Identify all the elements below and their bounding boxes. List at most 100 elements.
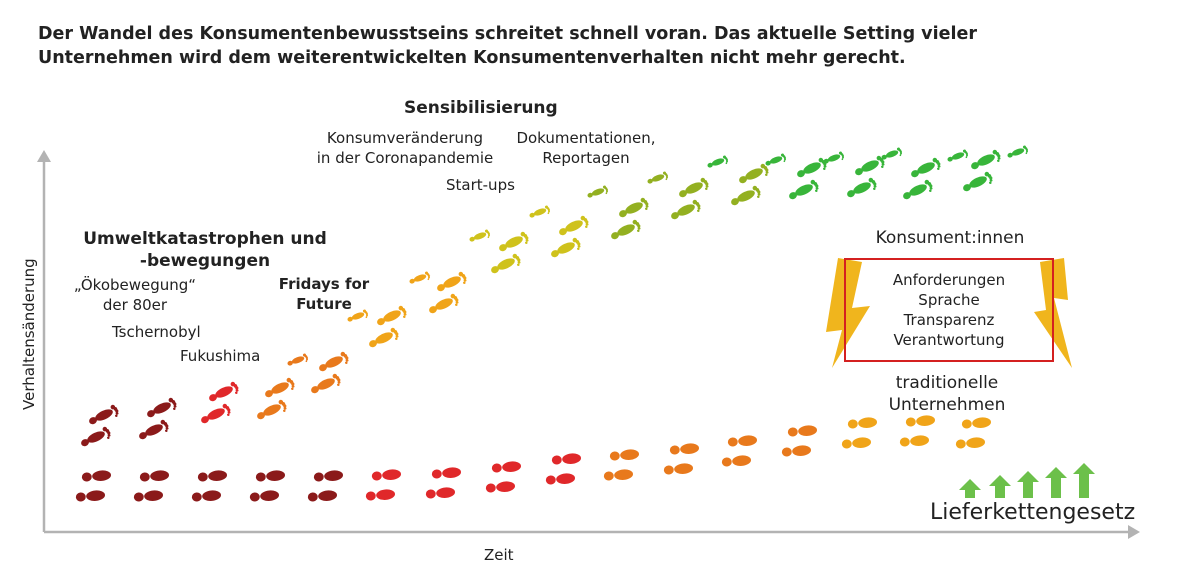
lightning-bolt-icon-left: [826, 258, 870, 368]
shoeprint-icon: [365, 488, 396, 502]
label-konsumveraenderung: Konsumveränderung in der Coronapandemie: [300, 128, 510, 168]
label-konsumentinnen: Konsument:innen: [875, 228, 1025, 248]
bare-footprint-icon: [900, 178, 935, 204]
label-line: der 80er: [102, 296, 168, 314]
label-line: Unternehmen: [888, 395, 1006, 415]
requirement-item: Sprache: [918, 291, 980, 309]
bare-footprint-icon: [728, 184, 763, 210]
bare-footprint-icon: [262, 376, 297, 402]
shoeprint-icon: [425, 486, 456, 500]
label-dokumentationen: Dokumentationen, Reportagen: [506, 128, 666, 168]
requirements-box: [844, 258, 1054, 362]
label-line: Dokumentationen,: [516, 129, 656, 147]
label-line: „Ökobewegung“: [73, 276, 197, 294]
bare-footprint-icon: [198, 402, 233, 428]
x-axis-label: Zeit: [484, 546, 514, 564]
bare-footprint-icon: [548, 236, 583, 262]
shoeprint-icon: [603, 468, 634, 482]
bare-footprint-icon: [468, 228, 492, 245]
bare-footprint-icon: [786, 178, 821, 204]
bare-footprint-icon: [206, 380, 241, 406]
bare-footprint-icon: [556, 214, 591, 240]
y-axis-label: Verhaltensänderung: [20, 258, 38, 410]
shoeprint-icon: [955, 436, 986, 450]
shoeprint-icon: [133, 489, 164, 503]
label-traditionelle-unternehmen: traditionelle Unternehmen: [844, 372, 1050, 416]
shoeprint-icon: [847, 416, 878, 430]
shoeprint-icon: [491, 460, 522, 474]
up-arrow-icon: [1017, 471, 1039, 498]
shoeprint-icon: [669, 442, 700, 456]
label-line: in der Coronapandemie: [316, 149, 494, 167]
bare-footprint-icon: [968, 148, 1003, 174]
shoeprint-icon: [721, 454, 752, 468]
shoeprint-icon: [431, 466, 462, 480]
requirement-item: Transparenz: [903, 311, 995, 329]
growth-arrows: [959, 463, 1095, 498]
shoeprint-icon: [255, 469, 286, 483]
shoeprint-icon: [75, 489, 106, 503]
shoeprint-icon: [81, 469, 112, 483]
shoeprint-icon: [663, 462, 694, 476]
shoeprint-icon: [249, 489, 280, 503]
bare-footprint-icon: [706, 154, 730, 171]
bare-footprint-icon: [316, 350, 351, 376]
x-axis-arrow: [1128, 525, 1140, 539]
bare-footprint-icon: [852, 154, 887, 180]
shoeprint-icon: [841, 436, 872, 450]
bare-footprint-icon: [136, 418, 171, 444]
bare-footprint-icon: [426, 292, 461, 318]
bare-footprint-icon: [286, 352, 310, 369]
label-line: Reportagen: [542, 149, 630, 167]
bare-footprint-icon: [616, 196, 651, 222]
requirement-item: Anforderungen: [892, 271, 1006, 289]
shoeprint-icon: [781, 444, 812, 458]
shoeprint-icon: [191, 489, 222, 503]
bare-footprint-icon: [946, 148, 970, 165]
label-umweltkatastrophen: Umweltkatastrophen und -bewegungen: [60, 228, 350, 272]
label-line: traditionelle: [895, 373, 999, 393]
requirements-list: Anforderungen Sprache Transparenz Verant…: [844, 270, 1054, 350]
label-fridays-for-future: Fridays for Future: [264, 274, 384, 314]
label-line: -bewegungen: [139, 251, 271, 271]
bare-footprint-icon: [676, 176, 711, 202]
bare-footprint-icon: [78, 425, 113, 451]
bare-footprint-icon: [794, 156, 829, 182]
up-arrow-icon: [959, 479, 981, 498]
lower-shoeprint-path: [75, 414, 992, 503]
up-arrow-icon: [1073, 463, 1095, 498]
label-line: Konsumveränderung: [326, 129, 484, 147]
bare-footprint-icon: [254, 398, 289, 424]
label-line: Future: [296, 295, 352, 313]
bare-footprint-icon: [366, 326, 401, 352]
label-lieferkettengesetz: Lieferkettengesetz: [930, 500, 1136, 525]
shoeprint-icon: [313, 469, 344, 483]
bare-footprint-icon: [586, 184, 610, 201]
bare-footprint-icon: [144, 396, 179, 422]
shoeprint-icon: [551, 452, 582, 466]
shoeprint-icon: [787, 424, 818, 438]
label-line: Fridays for: [278, 275, 370, 293]
shoeprint-icon: [485, 480, 516, 494]
label-sensibilisierung: Sensibilisierung: [404, 98, 558, 118]
bare-footprint-icon: [764, 152, 788, 169]
shoeprint-icon: [727, 434, 758, 448]
label-startups: Start-ups: [446, 176, 515, 194]
shoeprint-icon: [961, 416, 992, 430]
bare-footprint-icon: [736, 162, 771, 188]
label-fukushima: Fukushima: [180, 347, 261, 365]
y-axis-arrow: [37, 150, 51, 162]
shoeprint-icon: [307, 489, 338, 503]
bare-footprint-icon: [668, 198, 703, 224]
bare-footprint-icon: [646, 170, 670, 187]
label-tschernobyl: Tschernobyl: [112, 323, 201, 341]
bare-footprint-icon: [908, 156, 943, 182]
up-arrow-icon: [1045, 467, 1067, 498]
bare-footprint-icon: [308, 372, 343, 398]
shoeprint-icon: [545, 472, 576, 486]
bare-footprint-icon: [960, 170, 995, 196]
shoeprint-icon: [905, 414, 936, 428]
bare-footprint-icon: [488, 252, 523, 278]
